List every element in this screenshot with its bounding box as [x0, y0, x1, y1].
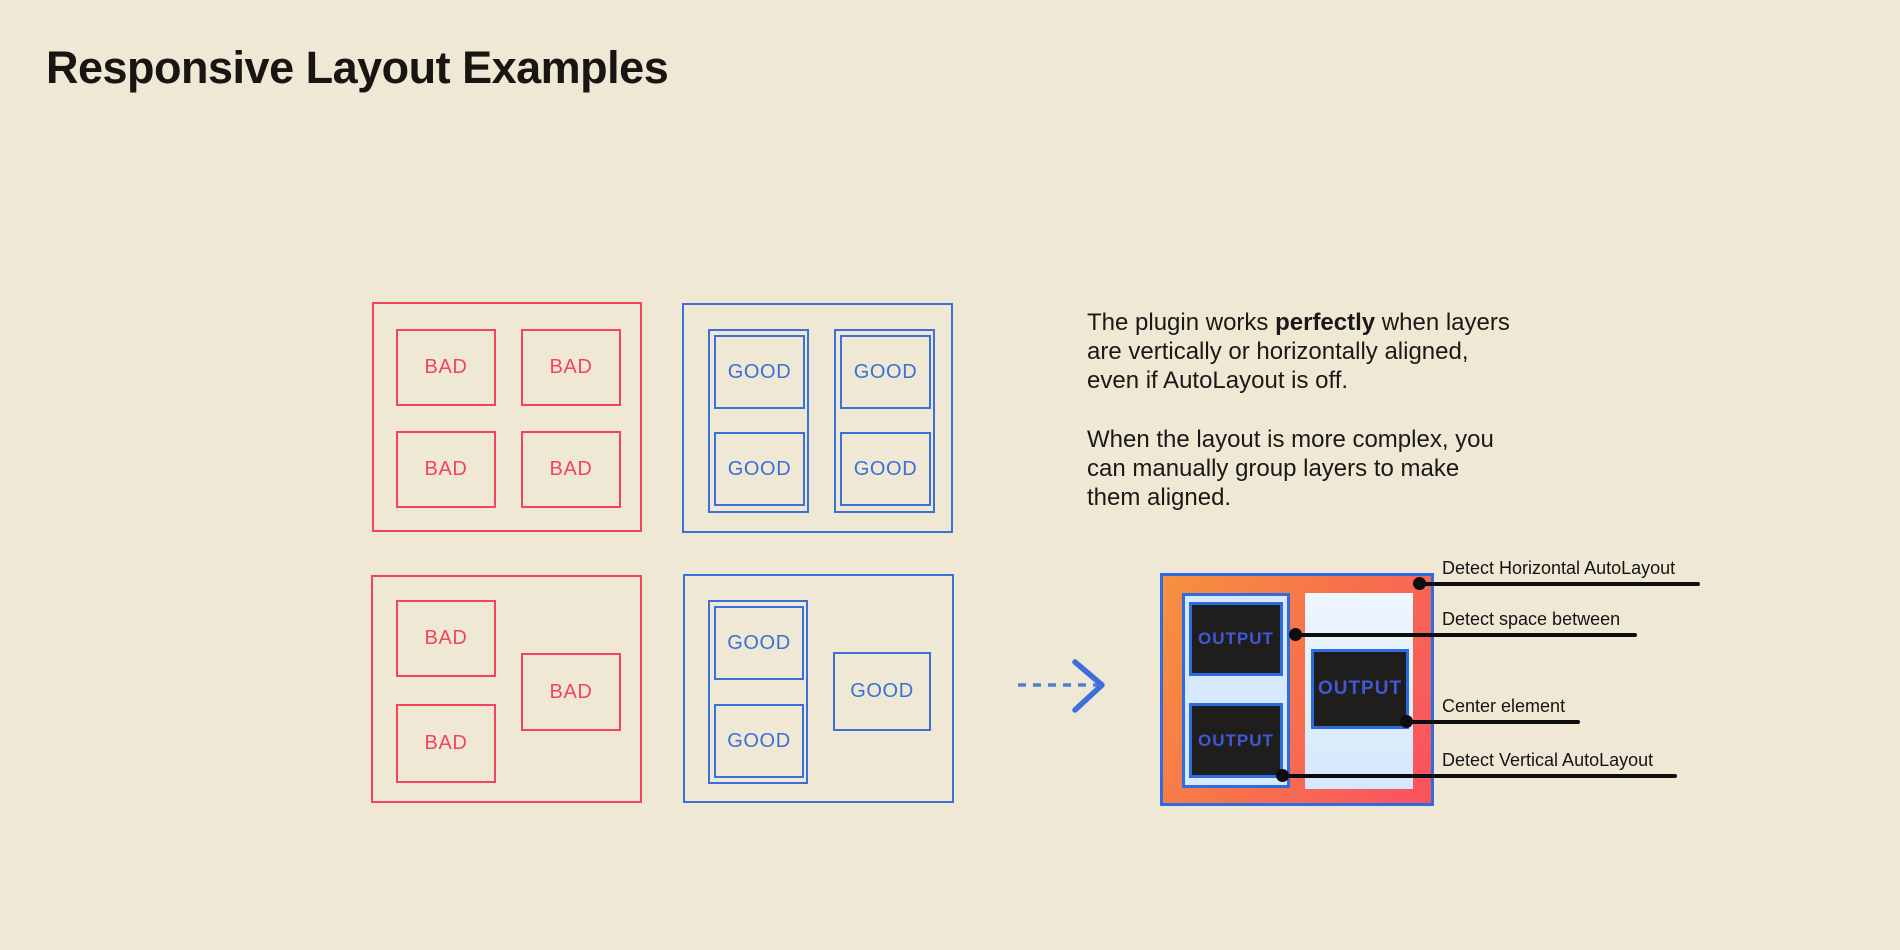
good-column-group: GOOD GOOD — [708, 600, 808, 784]
bad-grid-example: BAD BAD BAD BAD — [372, 302, 642, 532]
good-box: GOOD — [714, 606, 804, 680]
output-box-label: OUTPUT — [1198, 629, 1274, 648]
callout-line — [1420, 582, 1700, 586]
description-paragraph-1: The plugin works perfectly when layers a… — [1087, 308, 1519, 395]
output-box: OUTPUT — [1189, 703, 1283, 778]
good-box: GOOD — [714, 432, 805, 506]
description-paragraph-2: When the layout is more complex, you can… — [1087, 426, 1494, 511]
arrow-right-icon — [1018, 659, 1105, 713]
callout-dot — [1289, 628, 1302, 641]
callout-dot — [1413, 577, 1426, 590]
callout-label-center: Center element — [1442, 696, 1566, 716]
good-column-group: GOOD GOOD — [708, 329, 809, 513]
good-box: GOOD — [714, 704, 804, 778]
output-center-group: OUTPUT — [1305, 593, 1413, 789]
callout-label-horizontal: Detect Horizontal AutoLayout — [1442, 558, 1676, 578]
output-preview: OUTPUT OUTPUT OUTPUT — [1160, 573, 1434, 806]
bad-box: BAD — [521, 329, 621, 406]
description-text-run: when layers are vertically or horizontal… — [1087, 309, 1510, 394]
bad-box: BAD — [396, 704, 496, 783]
output-box: OUTPUT — [1189, 602, 1283, 676]
bad-box: BAD — [396, 600, 496, 677]
description-bold-run: perfectly — [1275, 309, 1376, 336]
bad-box: BAD — [396, 431, 496, 508]
callout-label-vertical: Detect Vertical AutoLayout — [1442, 750, 1654, 770]
callout-dot — [1400, 715, 1413, 728]
output-box-label: OUTPUT — [1198, 730, 1274, 750]
output-box-label: OUTPUT — [1317, 678, 1403, 699]
good-grid-example: GOOD GOOD GOOD GOOD — [682, 303, 953, 533]
description-text-run: The plugin works — [1087, 309, 1276, 336]
good-box: GOOD — [840, 432, 931, 506]
bad-box: BAD — [521, 431, 621, 508]
bad-box: BAD — [521, 653, 621, 731]
callout-label-space: Detect space between — [1442, 609, 1621, 629]
callout-line — [1407, 720, 1580, 724]
good-box: GOOD — [833, 652, 931, 731]
callout-line — [1283, 774, 1677, 778]
callout-line — [1296, 633, 1637, 637]
good-complex-example: GOOD GOOD GOOD — [683, 574, 954, 803]
output-vertical-group: OUTPUT OUTPUT — [1182, 593, 1290, 788]
bad-complex-example: BAD BAD BAD — [371, 575, 642, 803]
bad-box: BAD — [396, 329, 496, 406]
good-column-group: GOOD GOOD — [834, 329, 935, 513]
good-box: GOOD — [714, 335, 805, 409]
description-text: The plugin works perfectly when layers a… — [1087, 308, 1519, 512]
good-box: GOOD — [840, 335, 931, 409]
output-box: OUTPUT — [1311, 649, 1409, 729]
callout-dot — [1276, 769, 1289, 782]
page-title: Responsive Layout Examples — [46, 42, 669, 93]
